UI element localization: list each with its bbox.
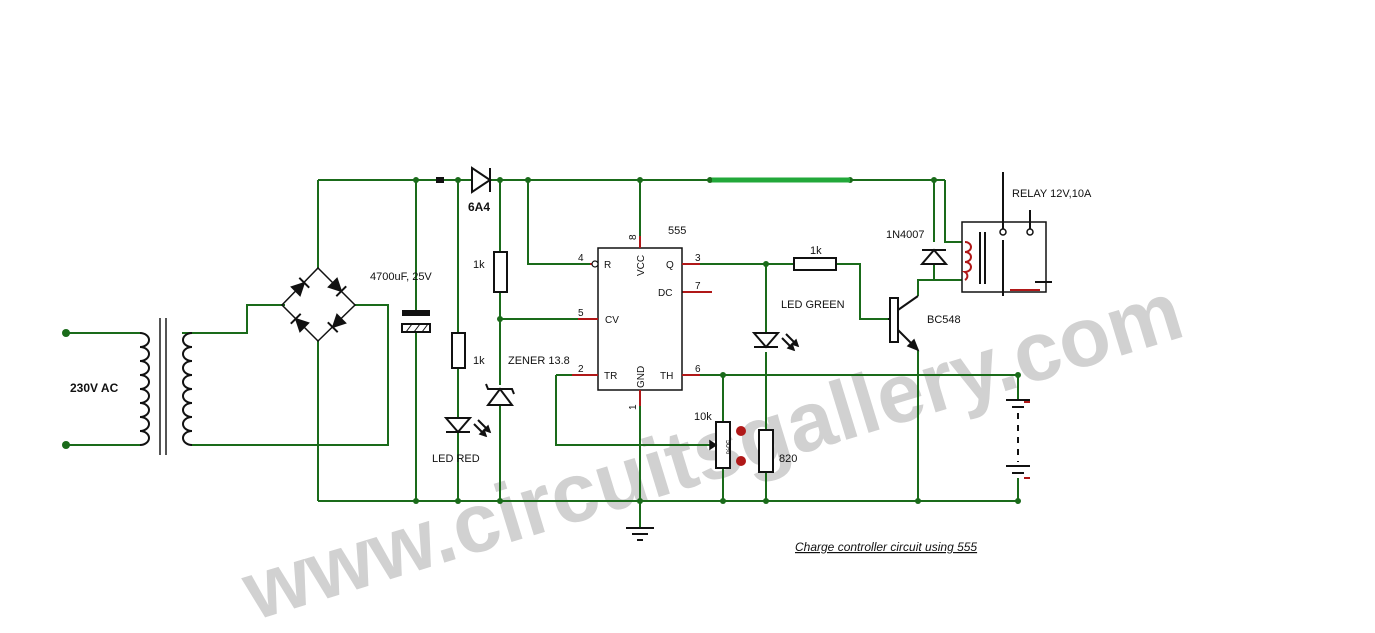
ic-555: R CV TR Q DC TH VCC GND 8 4 3 7 5 2 1 6 …: [572, 225, 701, 410]
relay-label: RELAY 12V,10A: [1012, 188, 1092, 200]
pin-2-number: 2: [578, 364, 584, 375]
pin-7-number: 7: [695, 281, 701, 292]
resistor-1k-led: 1k: [451, 332, 485, 369]
led-green: LED GREEN: [751, 299, 845, 352]
diode-6a4-label: 6A4: [468, 200, 490, 214]
battery: [1006, 399, 1030, 479]
transformer: [139, 318, 210, 455]
resistor-1k-led-label: 1k: [473, 355, 485, 367]
pin-q-label: Q: [666, 260, 674, 271]
zener-diode: ZENER 13.8: [485, 355, 570, 406]
capacitor-4700uf: 4700uF, 25V: [370, 271, 432, 333]
led-green-label: LED GREEN: [781, 299, 845, 311]
bridge-rectifier: [280, 266, 357, 343]
diagram-caption: Charge controller circuit using 555: [795, 540, 977, 554]
pin-gnd-label: GND: [636, 366, 647, 388]
pin-vcc-label: VCC: [636, 255, 647, 276]
pin-dc-label: DC: [658, 288, 672, 299]
pin-6-number: 6: [695, 364, 701, 375]
resistor-820: 820: [758, 429, 797, 473]
capacitor-label: 4700uF, 25V: [370, 271, 432, 283]
pin-1-number: 1: [628, 404, 639, 410]
relay-12v: RELAY 12V,10A: [961, 172, 1092, 296]
ac-input-label: 230V AC: [70, 381, 119, 395]
zener-label: ZENER 13.8: [508, 355, 570, 367]
pin-3-number: 3: [695, 253, 701, 264]
diode-6a4: 6A4: [436, 166, 492, 214]
led-red: LED RED: [432, 417, 492, 465]
pin-8-number: 8: [628, 234, 639, 240]
pin-th-label: TH: [660, 371, 673, 382]
wires: [182, 179, 1019, 528]
junction-dots: [413, 177, 1021, 504]
resistor-1k-top-label: 1k: [473, 259, 485, 271]
pin-cv-label: CV: [605, 315, 619, 326]
potentiometer-10k: 10k 50%: [694, 411, 746, 469]
potentiometer-value: 50%: [724, 440, 731, 454]
diode-1n4007: 1N4007: [886, 229, 949, 265]
pin-r-label: R: [604, 260, 611, 271]
ac-input: 230V AC: [62, 329, 140, 449]
resistor-1k-top: 1k: [473, 251, 508, 293]
pin-5-number: 5: [578, 308, 584, 319]
pin-4-number: 4: [578, 253, 584, 264]
transistor-label: BC548: [927, 314, 961, 326]
diode-1n4007-label: 1N4007: [886, 229, 925, 241]
led-red-label: LED RED: [432, 453, 480, 465]
pin-tr-label: TR: [604, 371, 617, 382]
resistor-820-label: 820: [779, 453, 797, 465]
resistor-1k-green: 1k: [793, 245, 837, 271]
potentiometer-label: 10k: [694, 411, 712, 423]
resistor-1k-green-label: 1k: [810, 245, 822, 257]
ic-name-label: 555: [668, 225, 686, 237]
transistor-bc548: BC548: [888, 295, 961, 352]
ground-symbol: [626, 527, 654, 541]
